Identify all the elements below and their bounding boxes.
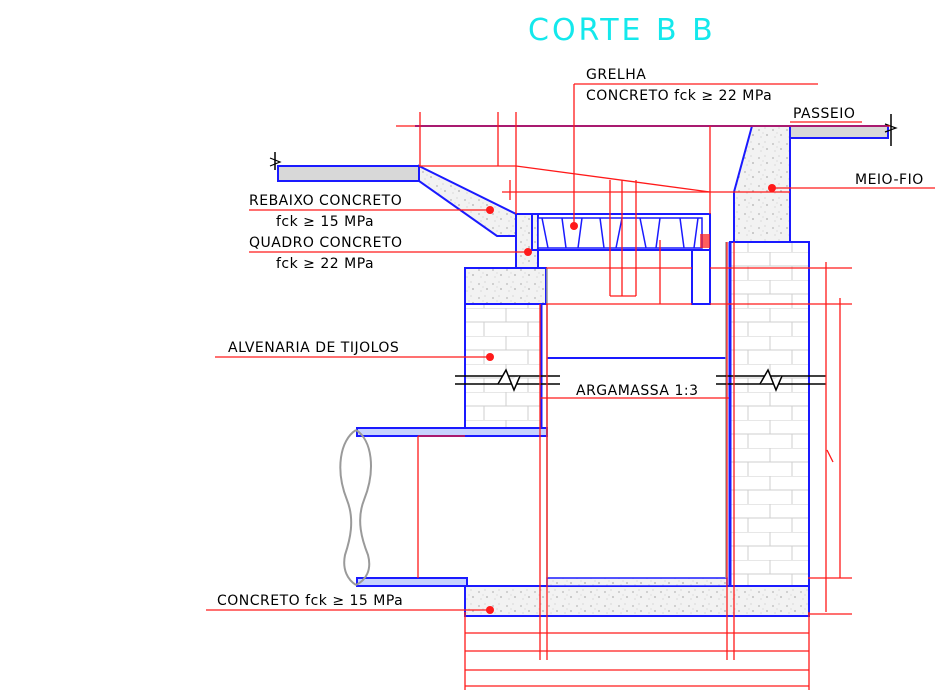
label-argamassa: ARGAMASSA 1:3 — [576, 383, 698, 399]
left-wall-cap — [464, 267, 547, 305]
label-alvenaria: ALVENARIA DE TIJOLOS — [228, 340, 399, 356]
label-rebaixo: REBAIXO CONCRETO — [249, 193, 402, 209]
leader-dots — [486, 184, 776, 614]
break-line-left — [455, 368, 560, 392]
quadro-concrete — [515, 213, 539, 269]
meio-fio-curb — [733, 125, 791, 243]
grate-support-right — [691, 249, 711, 305]
label-base-concrete: CONCRETO fck ≥ 15 MPa — [217, 593, 403, 609]
left-brick-wall — [464, 303, 542, 429]
dimension-lines — [206, 83, 935, 690]
label-quadro: QUADRO CONCRETO — [249, 235, 403, 251]
base-slab — [464, 585, 810, 617]
street-surface — [269, 152, 420, 182]
grate — [531, 213, 711, 251]
right-brick-wall — [729, 241, 810, 587]
base-slab-inner — [546, 577, 728, 587]
section-title: CORTE B B — [528, 13, 716, 48]
label-grelha-spec: CONCRETO fck ≥ 22 MPa — [586, 88, 772, 104]
label-quadro-spec: fck ≥ 22 MPa — [276, 256, 374, 272]
label-meio-fio: MEIO-FIO — [855, 172, 924, 188]
label-passeio: PASSEIO — [793, 106, 855, 122]
rebaixo-concrete — [418, 164, 517, 237]
label-grelha: GRELHA — [586, 67, 646, 83]
outlet-pipe — [339, 427, 548, 587]
label-rebaixo-spec: fck ≥ 15 MPa — [276, 214, 374, 230]
